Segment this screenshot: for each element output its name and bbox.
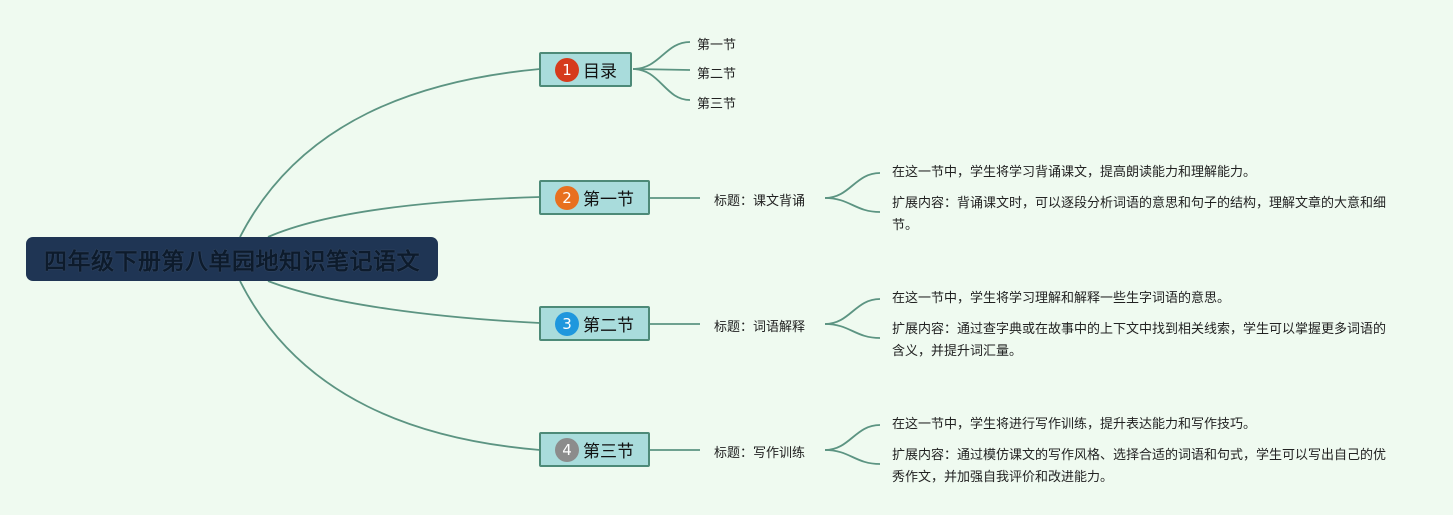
number-4-icon: 4 (555, 437, 579, 462)
branch-label-2: 第一节 (583, 190, 634, 210)
link-4-n1 (824, 424, 881, 451)
root-title: 四年级下册第八单园地知识笔记语文 (44, 249, 420, 275)
link-1-c (632, 68, 691, 101)
link-4-n2 (824, 449, 881, 465)
toc-item-3[interactable]: 第三节 (697, 97, 737, 112)
section-1-title[interactable]: 标题：课文背诵 (714, 194, 806, 209)
section-1-note-1[interactable]: 在这一节中，学生将学习背诵课文，提高朗读能力和理解能力。 (892, 165, 1257, 180)
branch-node-1[interactable]: 1 目录 (539, 52, 632, 87)
branch-label-3: 第二节 (583, 316, 634, 336)
branch-node-2[interactable]: 2 第一节 (539, 180, 650, 215)
link-2-n1 (824, 172, 881, 199)
section-3-title[interactable]: 标题：写作训练 (714, 446, 806, 461)
link-root-4 (239, 280, 541, 451)
link-2-n2 (824, 197, 881, 213)
number-3-icon: 3 (555, 311, 579, 336)
link-3-n1 (824, 298, 881, 325)
section-3-note-2[interactable]: 扩展内容：通过模仿课文的写作风格、选择合适的词语和句式，学生可以写出自己的优秀作… (892, 448, 1387, 485)
link-3-n2 (824, 323, 881, 339)
section-2-note-1[interactable]: 在这一节中，学生将学习理解和解释一些生字词语的意思。 (892, 291, 1231, 306)
link-1-a (632, 41, 691, 70)
link-root-1 (239, 68, 541, 238)
branch-label-4: 第三节 (583, 442, 634, 462)
branch-node-4[interactable]: 4 第三节 (539, 432, 650, 467)
section-1-note-2[interactable]: 扩展内容：背诵课文时，可以逐段分析词语的意思和句子的结构，理解文章的大意和细节。 (892, 196, 1387, 233)
root-node[interactable]: 四年级下册第八单园地知识笔记语文 (26, 237, 438, 281)
link-root-2 (267, 196, 541, 238)
section-2-note-2[interactable]: 扩展内容：通过查字典或在故事中的上下文中找到相关线索，学生可以掌握更多词语的含义… (892, 322, 1387, 359)
section-2-title[interactable]: 标题：词语解释 (714, 320, 806, 335)
number-2-icon: 2 (555, 185, 579, 210)
number-1-icon: 1 (555, 57, 579, 82)
section-3-note-1[interactable]: 在这一节中，学生将进行写作训练，提升表达能力和写作技巧。 (892, 417, 1257, 432)
toc-item-1[interactable]: 第一节 (697, 38, 737, 53)
branch-node-3[interactable]: 3 第二节 (539, 306, 650, 341)
branch-label-1: 目录 (583, 62, 617, 82)
link-1-b (632, 68, 691, 71)
toc-item-2[interactable]: 第二节 (697, 67, 737, 82)
link-root-3 (267, 280, 541, 324)
